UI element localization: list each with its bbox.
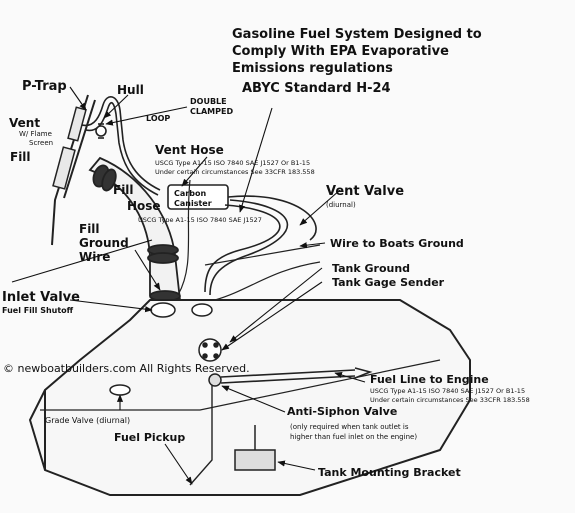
title-line-1: Gasoline Fuel System Designed to [232,27,482,42]
label-anti-siphon-note-1: (only required when tank outlet is [290,423,409,431]
label-tank-bracket: Tank Mounting Bracket [318,466,461,479]
label-fill-hose-2: Hose [127,199,161,213]
fill-hose [88,156,182,302]
label-fuel-fill-shutoff: Fuel Fill Shutoff [2,306,74,315]
label-grade-valve: Grade Valve (diurnal) [45,416,130,425]
label-p-trap: P-Trap [22,79,67,94]
label-fuel-line-spec-1: USCG Type A1-15 ISO 7840 SAE J1527 Or B1… [370,387,525,395]
label-wire-to-ground: Wire to Boats Ground [330,237,464,250]
label-tank-ground: Tank Ground [332,262,410,275]
label-fuel-line-spec-2: Under certain circumstances See 33CFR 18… [370,396,530,404]
vent-loop [81,96,161,196]
label-hull: Hull [117,83,144,97]
label-fill-hose-spec: USCG Type A1-15 ISO 7840 SAE J1527 [138,216,262,224]
label-fill-ground-3: Wire [79,250,110,264]
label-fill: Fill [10,150,31,164]
label-carbon-canister-1: Carbon [174,189,206,198]
label-fuel-pickup: Fuel Pickup [114,431,185,444]
title-line-2: Comply With EPA Evaporative [232,44,449,59]
label-vent-valve-diurnal: (diurnal) [326,201,356,209]
label-fill-ground-1: Fill [79,222,100,236]
hull-fittings [52,106,87,190]
label-anti-siphon: Anti-Siphon Valve [287,405,397,418]
fuel-line [220,367,373,384]
title-line-3: Emissions regulations [232,61,393,76]
label-fuel-line: Fuel Line to Engine [370,373,489,386]
label-fill-ground-2: Ground [79,236,129,250]
mounting-bracket [234,425,276,471]
label-vent-valve: Vent Valve [326,184,404,199]
label-loop: LOOP [146,114,170,123]
label-vent-hose: Vent Hose [155,143,224,157]
label-anti-siphon-note-2: higher than fuel inlet on the engine) [290,433,417,441]
label-vent-sub-2: Screen [29,139,53,147]
ground-wires [177,179,321,301]
label-vent: Vent [9,116,40,130]
label-carbon-canister-2: Canister [174,199,212,208]
fuel-pickup-tube [189,385,213,486]
label-copyright: © newboatbuilders.com All Rights Reserve… [3,362,250,375]
label-inlet-valve: Inlet Valve [2,290,80,305]
label-double-clamped-1: DOUBLE [190,97,227,106]
label-vent-hose-spec-1: USCG Type A1-15 ISO 7840 SAE J1527 Or B1… [155,159,310,167]
leader-lines [11,86,366,485]
title-line-4: ABYC Standard H-24 [242,81,391,96]
label-double-clamped-2: CLAMPED [190,107,233,116]
label-tank-gage: Tank Gage Sender [332,276,445,289]
label-vent-hose-spec-2: Under certain circumstances See 33CFR 18… [155,168,315,176]
label-fill-hose-1: Fill [113,183,134,197]
label-vent-sub-1: W/ Flame [19,130,52,138]
carbon-canister [167,184,317,296]
